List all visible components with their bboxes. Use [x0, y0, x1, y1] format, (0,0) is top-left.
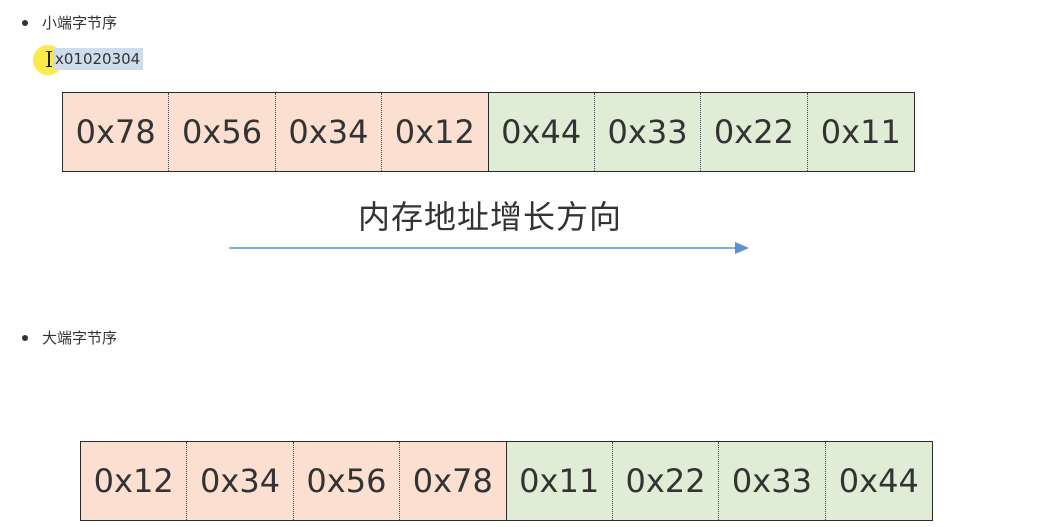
big-endian-heading: 大端字节序 [42, 329, 118, 347]
byte-cell: 0x11 [506, 442, 613, 520]
bullet-icon [22, 334, 28, 341]
big-endian-byte-row: 0x12 0x34 0x56 0x78 0x11 0x22 0x33 0x44 [80, 441, 933, 521]
byte-cell: 0x22 [701, 93, 808, 171]
little-endian-heading-row: 小端字节序 [22, 12, 117, 33]
byte-cell: 0x33 [594, 93, 702, 171]
byte-cell: 0x12 [81, 442, 188, 520]
byte-cell: 0x56 [169, 93, 276, 171]
byte-cell: 0x12 [382, 93, 489, 171]
byte-cell: 0x78 [400, 442, 507, 520]
big-endian-heading-row: 大端字节序 [22, 327, 117, 348]
byte-cell: 0x56 [293, 442, 401, 520]
byte-cell: 0x44 [488, 93, 595, 171]
byte-cell: 0x34 [275, 93, 383, 171]
selected-hex-value[interactable]: x01020304 [53, 48, 144, 70]
selected-text-line[interactable]: x01020304 [33, 44, 144, 75]
arrow-head [735, 242, 749, 254]
arrow-right-icon [229, 242, 749, 254]
byte-cell: 0x11 [807, 93, 914, 171]
little-endian-heading: 小端字节序 [42, 14, 118, 32]
byte-cell: 0x34 [187, 442, 294, 520]
little-endian-byte-row: 0x78 0x56 0x34 0x12 0x44 0x33 0x22 0x11 [62, 92, 915, 172]
bullet-icon [22, 19, 28, 26]
byte-cell: 0x22 [612, 442, 720, 520]
byte-cell: 0x33 [719, 442, 826, 520]
text-cursor-icon [46, 51, 52, 67]
byte-cell: 0x44 [825, 442, 932, 520]
byte-cell: 0x78 [63, 93, 170, 171]
memory-direction-label: 内存地址增长方向 [358, 198, 623, 236]
